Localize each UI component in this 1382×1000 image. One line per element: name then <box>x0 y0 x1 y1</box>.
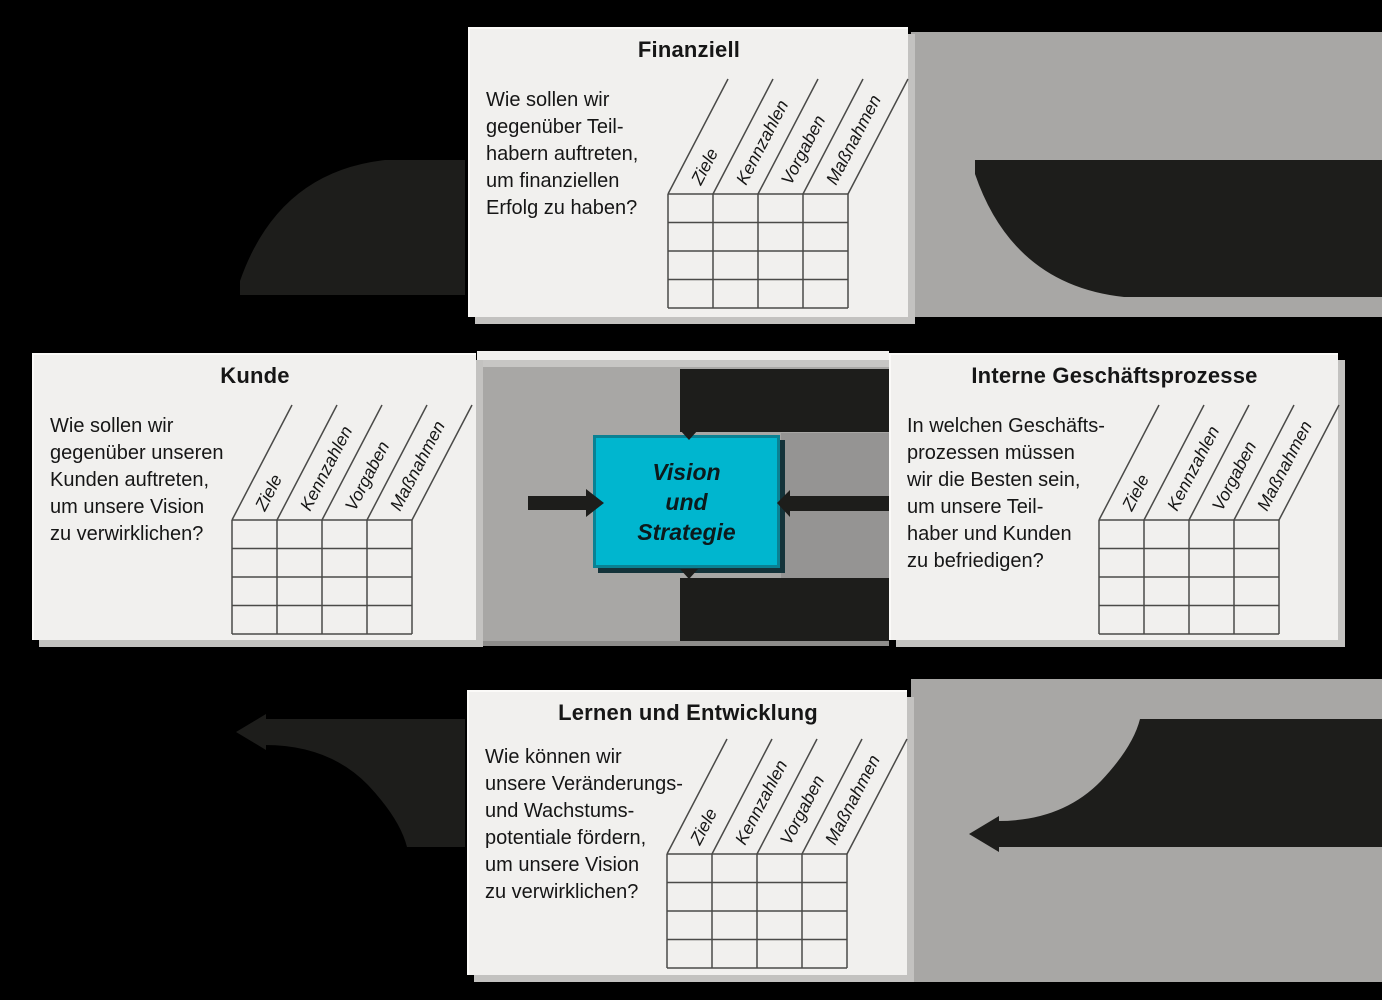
column-header-ziele: Ziele <box>686 145 722 189</box>
vision-right-gray-patch <box>781 433 889 578</box>
column-header-ziele: Ziele <box>1117 471 1153 515</box>
column-header-vorgaben: Vorgaben <box>1208 438 1260 514</box>
cycle-arrow-top-left <box>240 160 465 295</box>
top-right-gray-band <box>911 32 1382 317</box>
panel-finanziell-question: Wie sollen wir gegenüber Teil- habern au… <box>486 89 639 219</box>
panel-finanziell-title: Finanziell <box>637 37 741 62</box>
column-header-vorgaben: Vorgaben <box>777 112 829 188</box>
panel-lernen-question: Wie können wir unsere Veränderungs- und … <box>485 746 683 903</box>
column-header-ziele: Ziele <box>250 471 286 515</box>
scorecard-table: Ziele Kennzahlen Vorgaben Maßnahmen <box>231 404 473 635</box>
panel-lernen-title: Lernen und Entwicklung <box>558 700 818 725</box>
vision-strategie-box: Vision und Strategie <box>593 435 780 568</box>
panel-kunde: Kunde Wie sollen wir gegenüber unseren K… <box>32 353 476 640</box>
panel-finanziell: Finanziell Wie sollen wir gegenüber Teil… <box>468 27 909 317</box>
scorecard-table: Ziele Kennzahlen Vorgaben Maßnahmen <box>667 78 909 309</box>
scorecard-table: Ziele Kennzahlen Vorgaben Maßnahmen <box>1098 404 1340 635</box>
cycle-arrow-bottom-left-head <box>236 714 266 750</box>
scorecard-table: Ziele Kennzahlen Vorgaben Maßnahmen <box>666 738 908 969</box>
panel-interne-geschaeftsprozesse: Interne Geschäftsprozesse In welchen Ges… <box>889 353 1340 640</box>
panel-kunde-title: Kunde <box>220 363 290 388</box>
column-header-ziele: Ziele <box>685 805 721 849</box>
panel-kunde-question: Wie sollen wir gegenüber unseren Kunden … <box>50 415 224 545</box>
column-header-vorgaben: Vorgaben <box>776 772 828 848</box>
panel-lernen-und-entwicklung: Lernen und Entwicklung Wie können wir un… <box>467 690 908 975</box>
panel-interne-title: Interne Geschäftsprozesse <box>971 363 1258 388</box>
cycle-arrow-bottom-left <box>265 719 465 847</box>
column-header-vorgaben: Vorgaben <box>341 438 393 514</box>
bottom-right-gray-band <box>911 679 1382 982</box>
panel-interne-question: In welchen Geschäfts- prozessen müssen w… <box>907 415 1105 572</box>
